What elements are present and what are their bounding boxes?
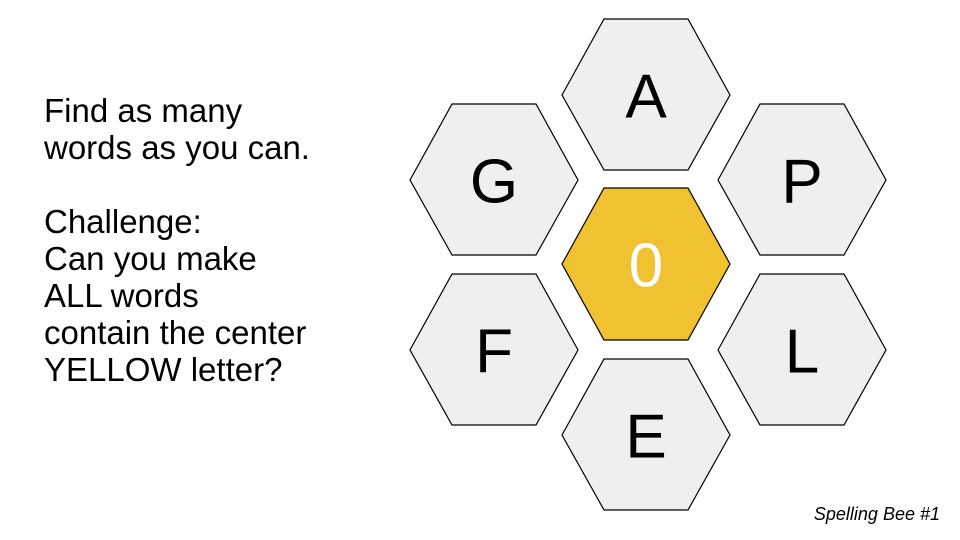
hex-center-shape[interactable] (561, 187, 731, 341)
hex-letter-bottom[interactable]: E (625, 403, 666, 472)
challenge-title: Challenge: (44, 203, 202, 240)
challenge-line-2: ALL words (44, 277, 199, 314)
hex-cell-upper-right[interactable]: P (717, 103, 887, 256)
hex-letter-lower-left[interactable]: F (475, 318, 513, 387)
instruction-line-1: Find as many (44, 92, 243, 129)
hex-cell-center[interactable]: 0 (561, 187, 731, 341)
hex-top-shape[interactable] (561, 18, 731, 171)
challenge-line-3: contain the center (44, 314, 307, 351)
hex-cell-upper-left[interactable]: G (409, 103, 579, 256)
hex-upper-left-shape[interactable] (409, 103, 579, 256)
hex-cell-lower-left[interactable]: F (409, 273, 579, 426)
hex-letter-upper-left[interactable]: G (470, 148, 518, 217)
hex-upper-right-shape[interactable] (717, 103, 887, 256)
hex-cell-top[interactable]: A (561, 18, 731, 171)
challenge-line-4: YELLOW letter? (44, 351, 283, 388)
hex-letter-top[interactable]: A (625, 63, 667, 132)
hex-bottom-shape[interactable] (561, 358, 731, 511)
hex-letter-lower-right[interactable]: L (785, 318, 819, 387)
hex-cell-lower-right[interactable]: L (717, 273, 887, 426)
hex-cell-bottom[interactable]: E (561, 358, 731, 511)
challenge-line-1: Can you make (44, 240, 257, 277)
hex-lower-left-shape[interactable] (409, 273, 579, 426)
puzzle-label: Spelling Bee #1 (813, 504, 940, 524)
hex-letter-center[interactable]: 0 (629, 232, 663, 301)
instruction-line-2: words as you can. (44, 129, 310, 166)
hex-lower-right-shape[interactable] (717, 273, 887, 426)
instructions: Find as many words as you can. Challenge… (44, 92, 404, 388)
hex-letter-upper-right[interactable]: P (781, 148, 822, 217)
